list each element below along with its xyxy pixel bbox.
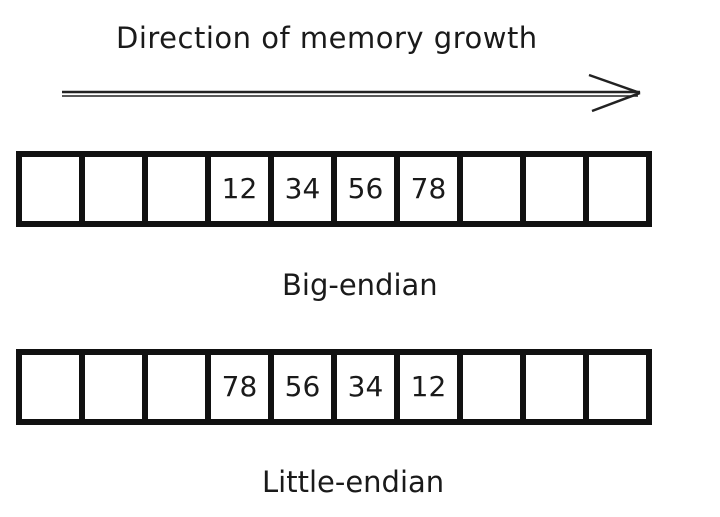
memory-cell: 78 [205, 349, 274, 425]
memory-cell: 34 [268, 151, 337, 227]
memory-cell [16, 349, 85, 425]
memory-cell [79, 151, 148, 227]
memory-cell [79, 349, 148, 425]
memory-cell [520, 349, 589, 425]
memory-cell [16, 151, 85, 227]
diagram-title: Direction of memory growth [116, 21, 538, 55]
memory-cell: 78 [394, 151, 463, 227]
big-endian-memory-row: 12 34 56 78 [16, 151, 706, 227]
memory-cell: 56 [331, 151, 400, 227]
memory-cell: 34 [331, 349, 400, 425]
memory-cell [142, 349, 211, 425]
memory-cell: 12 [394, 349, 463, 425]
memory-cell [583, 349, 652, 425]
memory-cell: 56 [268, 349, 337, 425]
big-endian-label: Big-endian [282, 268, 438, 302]
little-endian-memory-row: 78 56 34 12 [16, 349, 706, 425]
memory-cell [457, 349, 526, 425]
little-endian-label: Little-endian [262, 465, 445, 499]
memory-cell [583, 151, 652, 227]
memory-cell [457, 151, 526, 227]
memory-cell [142, 151, 211, 227]
memory-cell: 12 [205, 151, 274, 227]
memory-cell [520, 151, 589, 227]
memory-growth-arrow-icon [62, 73, 641, 113]
